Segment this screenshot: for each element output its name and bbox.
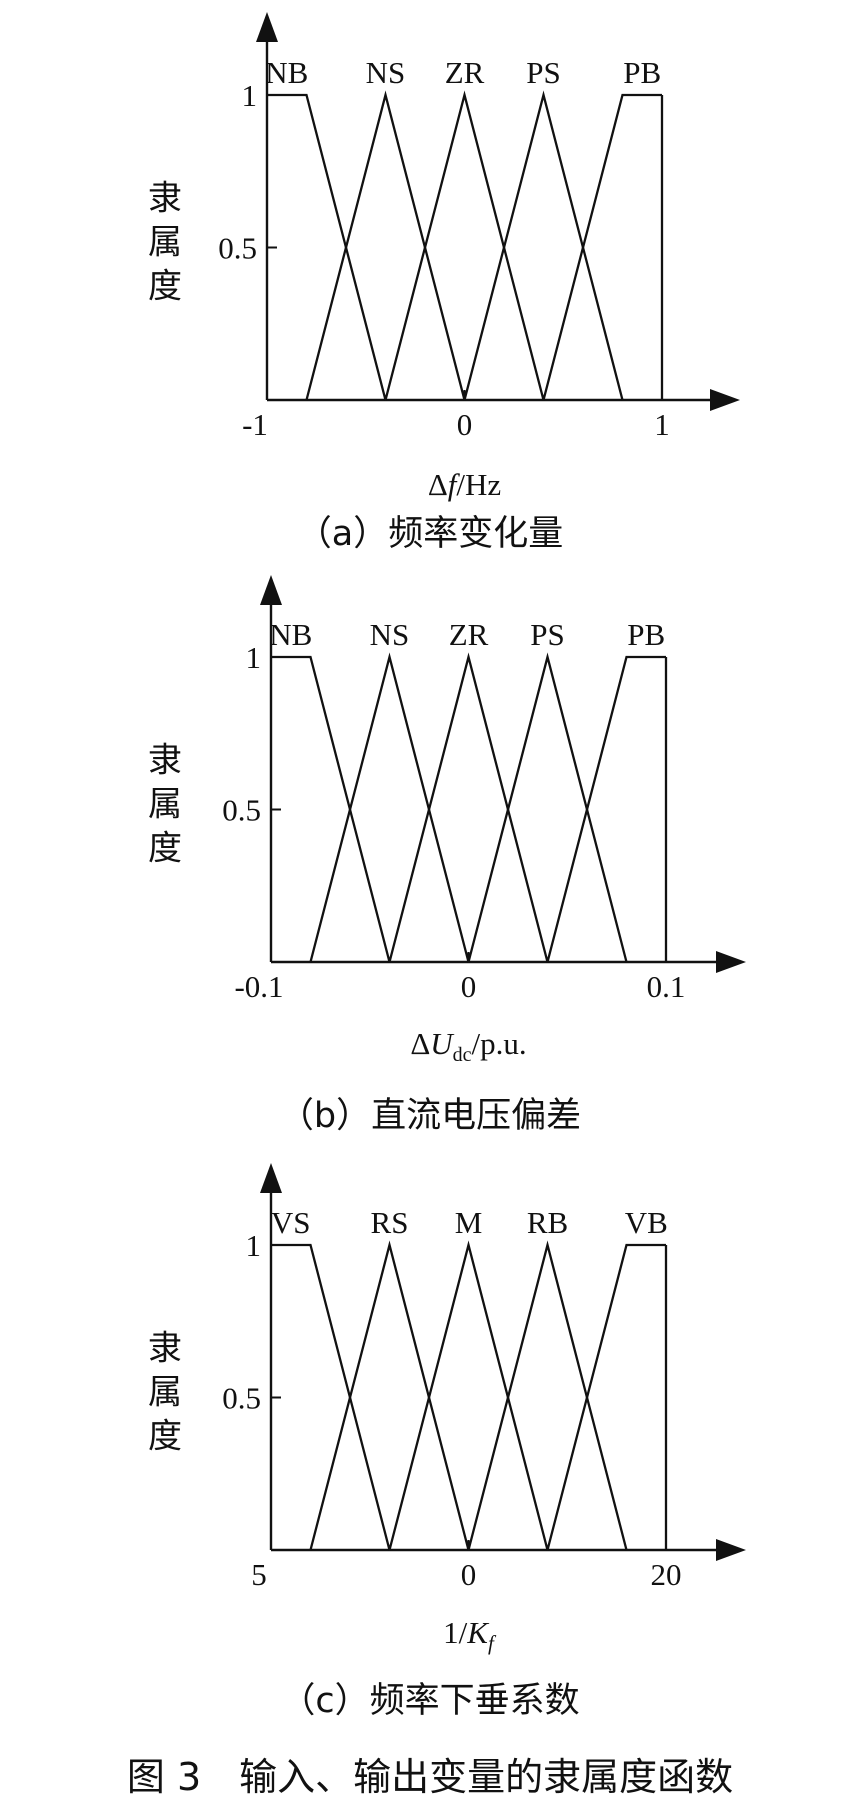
panel-subtitle: （b）直流电压偏差 bbox=[279, 1096, 581, 1136]
x-tick-label: 0 bbox=[461, 969, 477, 1004]
y-tick-label: 1 bbox=[246, 1228, 262, 1263]
x-tick-label: -0.1 bbox=[234, 969, 283, 1004]
series-label-rb: RB bbox=[527, 1205, 568, 1240]
series-label-ns: NS bbox=[370, 617, 410, 652]
series-line-rs bbox=[309, 1240, 470, 1551]
y-axis-label-char: 度 bbox=[148, 829, 182, 869]
x-axis-arrow bbox=[716, 951, 746, 973]
x-tick-label: 20 bbox=[651, 1557, 682, 1592]
series-line-vs bbox=[271, 1243, 391, 1551]
series-line-nb bbox=[271, 655, 391, 963]
series-line-nb bbox=[267, 93, 387, 401]
series-label-pb: PB bbox=[627, 617, 665, 652]
series-label-vs: VS bbox=[271, 1205, 311, 1240]
y-axis-arrow bbox=[256, 12, 278, 42]
x-tick-label: 0 bbox=[461, 1557, 477, 1592]
series-label-zr: ZR bbox=[449, 617, 489, 652]
figure-caption: 图 3 输入、输出变量的隶属度函数 bbox=[127, 1755, 733, 1799]
series-label-pb: PB bbox=[623, 55, 661, 90]
y-axis-label-char: 度 bbox=[148, 1417, 182, 1457]
series-label-m: M bbox=[455, 1205, 483, 1240]
x-tick-label: 1 bbox=[654, 407, 670, 442]
series-label-zr: ZR bbox=[445, 55, 485, 90]
y-axis-label-char: 隶 bbox=[148, 741, 182, 781]
y-axis-label-char: 属 bbox=[148, 223, 182, 263]
panel-subtitle: （c）频率下垂系数 bbox=[280, 1681, 579, 1721]
x-axis-label: ΔUdc/p.u. bbox=[410, 1026, 526, 1066]
series-line-pb bbox=[542, 93, 662, 401]
series-label-ps: PS bbox=[530, 617, 564, 652]
y-tick-label: 1 bbox=[246, 640, 262, 675]
series-line-zr bbox=[388, 652, 549, 963]
series-line-ns bbox=[309, 652, 470, 963]
y-tick-label: 1 bbox=[242, 78, 258, 113]
series-line-ps bbox=[463, 90, 624, 401]
panel-subtitle: （a）频率变化量 bbox=[297, 514, 563, 554]
x-axis-label: Δf/Hz bbox=[428, 467, 501, 502]
series-label-nb: NB bbox=[269, 617, 312, 652]
series-line-ns bbox=[305, 90, 466, 401]
chart-panel-c: 1 0.5 隶属度 5 0 20 VS RS M RB VB 1/Kf （c）频率下垂系数 bbox=[148, 1163, 746, 1721]
y-axis-label-char: 属 bbox=[148, 785, 182, 825]
x-tick-label: 5 bbox=[251, 1557, 267, 1592]
y-axis-label-char: 度 bbox=[148, 267, 182, 307]
x-axis-arrow bbox=[716, 1539, 746, 1561]
y-tick-label: 0.5 bbox=[222, 793, 261, 828]
series-label-rs: RS bbox=[371, 1205, 409, 1240]
y-axis-label-char: 隶 bbox=[148, 1329, 182, 1369]
series-label-ns: NS bbox=[366, 55, 406, 90]
chart-panel-b: 1 0.5 隶属度 -0.1 0 0.1 NB NS ZR PS PB ΔUdc/p.u. （b）直流电… bbox=[148, 575, 746, 1136]
x-axis-label: 1/Kf bbox=[443, 1615, 497, 1655]
y-axis-label-char: 隶 bbox=[148, 179, 182, 219]
series-label-vb: VB bbox=[625, 1205, 668, 1240]
y-tick-label: 0.5 bbox=[222, 1381, 261, 1416]
series-line-ps bbox=[467, 652, 628, 963]
series-label-ps: PS bbox=[526, 55, 560, 90]
series-line-zr bbox=[384, 90, 545, 401]
y-axis-arrow bbox=[260, 1163, 282, 1193]
x-tick-label: 0 bbox=[457, 407, 473, 442]
series-line-pb bbox=[546, 655, 666, 963]
x-tick-label: -1 bbox=[242, 407, 268, 442]
series-label-nb: NB bbox=[265, 55, 308, 90]
x-tick-label: 0.1 bbox=[647, 969, 686, 1004]
series-line-rb bbox=[467, 1240, 628, 1551]
series-line-vb bbox=[546, 1243, 666, 1551]
y-tick-label: 0.5 bbox=[218, 231, 257, 266]
y-axis-label-char: 属 bbox=[148, 1373, 182, 1413]
series-line-m bbox=[388, 1240, 549, 1551]
y-axis-arrow bbox=[260, 575, 282, 605]
x-axis-arrow bbox=[710, 389, 740, 411]
